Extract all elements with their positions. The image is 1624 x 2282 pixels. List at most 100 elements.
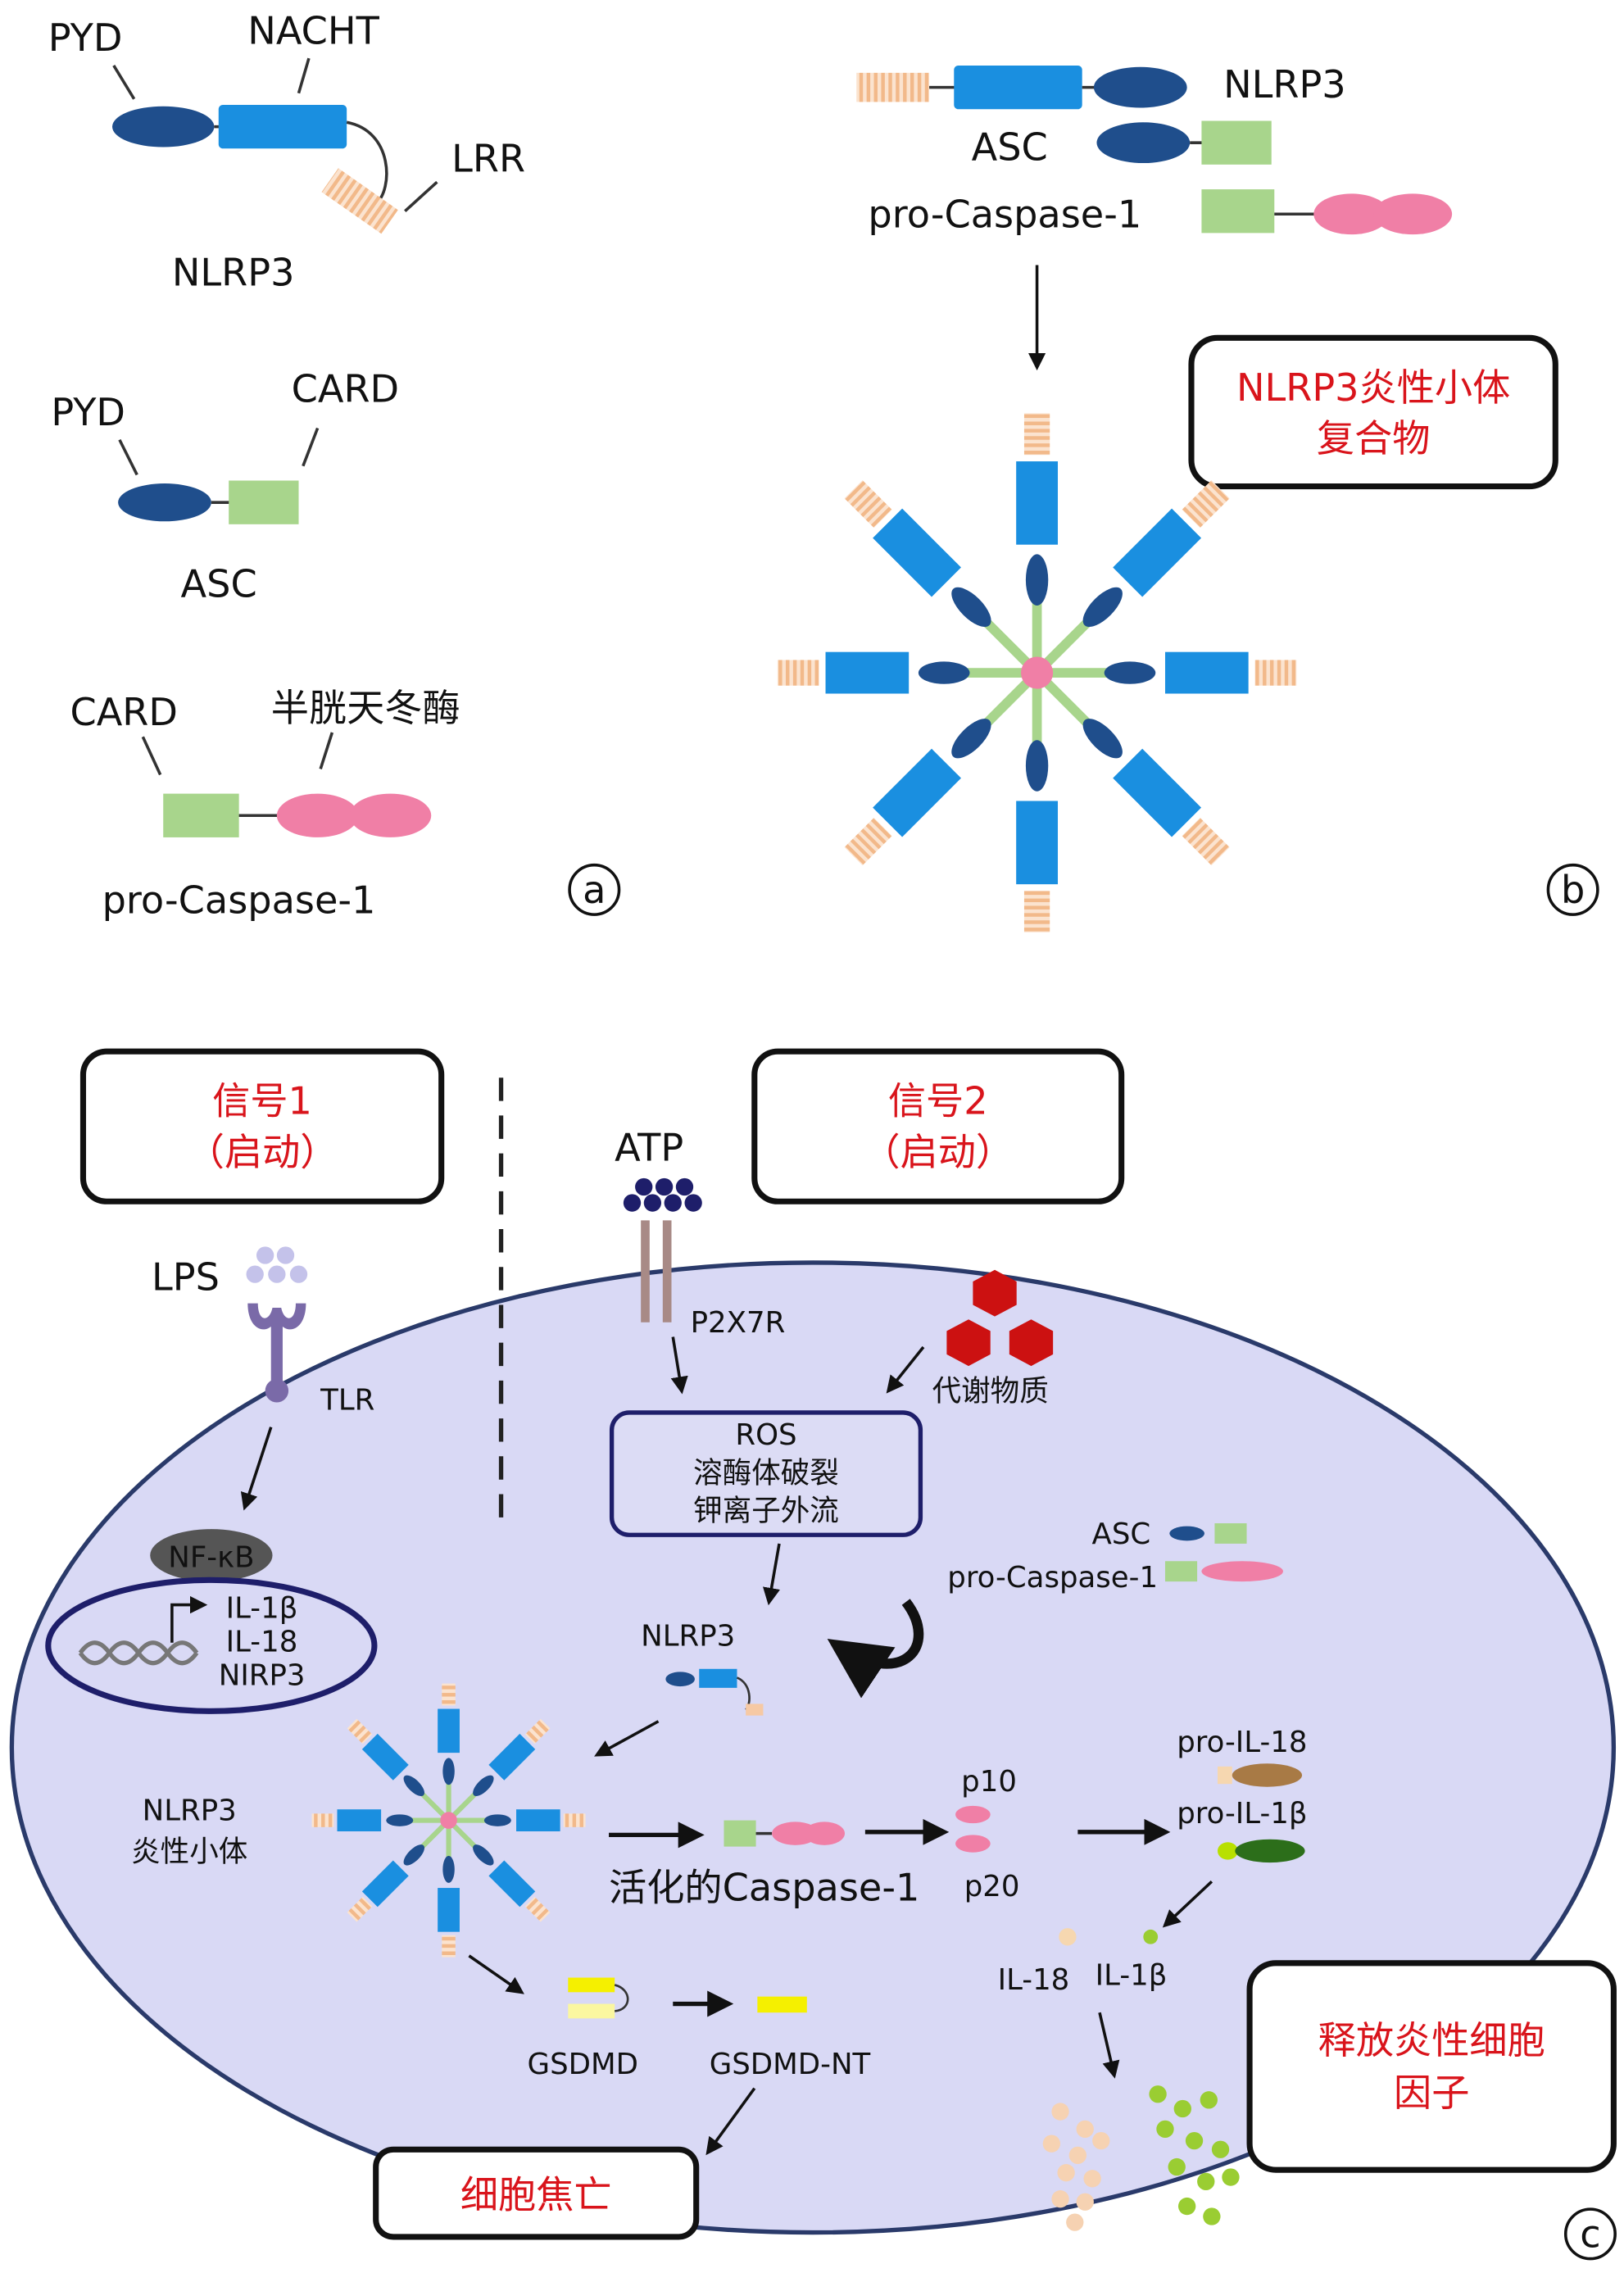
gene-nlrp3: NIRP3: [219, 1658, 306, 1692]
stimuli-box: [609, 1410, 923, 1537]
inflammasome-arm: [450, 1718, 551, 1819]
atp-label: ATP: [615, 1125, 683, 1169]
pyd-domain: [483, 1814, 511, 1826]
lps-label: LPS: [152, 1255, 220, 1300]
active-caspase-icon: [724, 1820, 756, 1847]
asc-card-segment: [983, 676, 1034, 727]
card-label: CARD: [292, 367, 400, 411]
caspase-domain: [1373, 193, 1453, 235]
inflammasome-arm: [438, 1825, 460, 1958]
pyd-domain: [442, 1758, 455, 1785]
released-cytokines: [1042, 2085, 1240, 2231]
lrr-domain: [442, 1683, 456, 1706]
nlrp3-label: NLRP3: [1223, 62, 1346, 107]
asc-card-segment: [1032, 682, 1042, 744]
arrow: [763, 1543, 781, 1606]
caspase-core: [1021, 656, 1054, 689]
pro-caspase-label: pro-Caspase-1: [868, 192, 1141, 236]
signal1-title: 信号1: [212, 1079, 312, 1123]
pyd-domain: [918, 661, 970, 684]
nacht-domain: [1113, 508, 1202, 597]
lrr-domain: [563, 1813, 586, 1827]
pyd-domain: [118, 483, 211, 522]
asc-card-segment: [1040, 676, 1091, 727]
nucleus: [45, 1577, 378, 1714]
il1b-particle: [1177, 2197, 1196, 2216]
il18-particle: [1076, 2193, 1094, 2211]
nfkb-blob: [150, 1529, 273, 1582]
complex-title-line1: NLRP3炎性小体: [1236, 365, 1510, 410]
panel-c: 信号1 （启动） 信号2 （启动） ATP P2X7R 代谢物质 ROS 溶酶体…: [9, 1048, 1617, 2261]
asc-icon: [1169, 1526, 1204, 1541]
lrr-domain: [347, 1896, 373, 1922]
inflammasome-complex: [311, 1683, 586, 1958]
lrr-domain: [524, 1718, 551, 1744]
nlrp3-icon: [665, 1672, 695, 1687]
pro-caspase-icon: [1164, 1561, 1198, 1582]
lrr-domain: [856, 72, 930, 102]
asc-icon: [1214, 1523, 1247, 1544]
potassium-efflux-label: 钾离子外流: [693, 1494, 839, 1527]
pyd-domain: [403, 1844, 425, 1866]
lrr-domain: [1023, 890, 1050, 932]
gene-il1b: IL-1β: [226, 1592, 298, 1626]
active-caspase-label: 活化的Caspase-1: [609, 1865, 919, 1909]
asc-card-segment: [453, 1817, 486, 1823]
lysosome-rupture-label: 溶酶体破裂: [693, 1456, 839, 1490]
tlr-label: TLR: [320, 1383, 374, 1417]
il18-particle: [1076, 2120, 1094, 2139]
inflammasome-arm: [1040, 480, 1230, 669]
pyd-domain: [1082, 587, 1123, 628]
asc-label: ASC: [972, 125, 1048, 170]
inflammasome-arm: [347, 1718, 447, 1819]
inflammasome-arm: [1046, 651, 1297, 694]
pyd-domain: [442, 1855, 455, 1883]
gsdmd-icon: [614, 1984, 629, 2012]
il18-particle: [1051, 2103, 1069, 2121]
signal2-subtitle: （启动）: [862, 1130, 1014, 1174]
arrow: [468, 1954, 524, 1994]
complex-label-box: [1188, 334, 1558, 490]
nacht-domain: [516, 1809, 560, 1832]
il18-particle: [1092, 2131, 1110, 2150]
pyd-domain: [1082, 719, 1123, 759]
nacht-domain: [337, 1809, 382, 1832]
pyd-domain: [112, 106, 215, 147]
asc-card-segment: [1046, 668, 1108, 678]
pro-caspase-icon: [1201, 1561, 1283, 1582]
nacht-domain: [488, 1733, 536, 1781]
pyd-domain: [473, 1775, 494, 1797]
lrr-domain: [311, 1813, 334, 1827]
arrow: [886, 1345, 925, 1394]
signal2-box: [751, 1048, 1125, 1205]
pro-il1b-label: pro-IL-1β: [1177, 1797, 1307, 1831]
asc-card-segment: [446, 1825, 451, 1858]
complex-title-line2: 复合物: [1317, 416, 1431, 460]
gsdmd-icon: [568, 1977, 615, 1993]
asc-card-segment: [411, 1817, 444, 1823]
inflammasome-arm: [311, 1809, 444, 1832]
il18-particle: [1051, 2190, 1069, 2208]
il18-particle: [1042, 2135, 1061, 2153]
asc-card-segment: [420, 1822, 447, 1849]
asc-label: ASC: [181, 562, 257, 606]
pro-il1b-icon: [1235, 1839, 1305, 1863]
il1b-particle: [1185, 2131, 1204, 2150]
atp-molecules: [623, 1177, 702, 1212]
signal2-title: 信号2: [888, 1079, 988, 1123]
caspase-domain: [1313, 193, 1390, 235]
inflammasome-arm: [844, 676, 1034, 866]
signal1-box: [79, 1048, 445, 1205]
nlrp3-icon: [746, 1704, 764, 1716]
il1b-icon: [1143, 1929, 1159, 1944]
inflammasome-arm: [1016, 682, 1059, 932]
cell: [9, 1260, 1617, 2235]
release-box: [1246, 1960, 1617, 2173]
inflammasome-arm: [438, 1683, 460, 1816]
card-domain: [1201, 120, 1272, 165]
pyd-domain: [951, 719, 991, 759]
panel-marker-a: [568, 863, 621, 916]
il1b-particle: [1222, 2168, 1240, 2186]
pyd-domain: [951, 587, 991, 628]
panel-marker-c: [1563, 2207, 1617, 2261]
